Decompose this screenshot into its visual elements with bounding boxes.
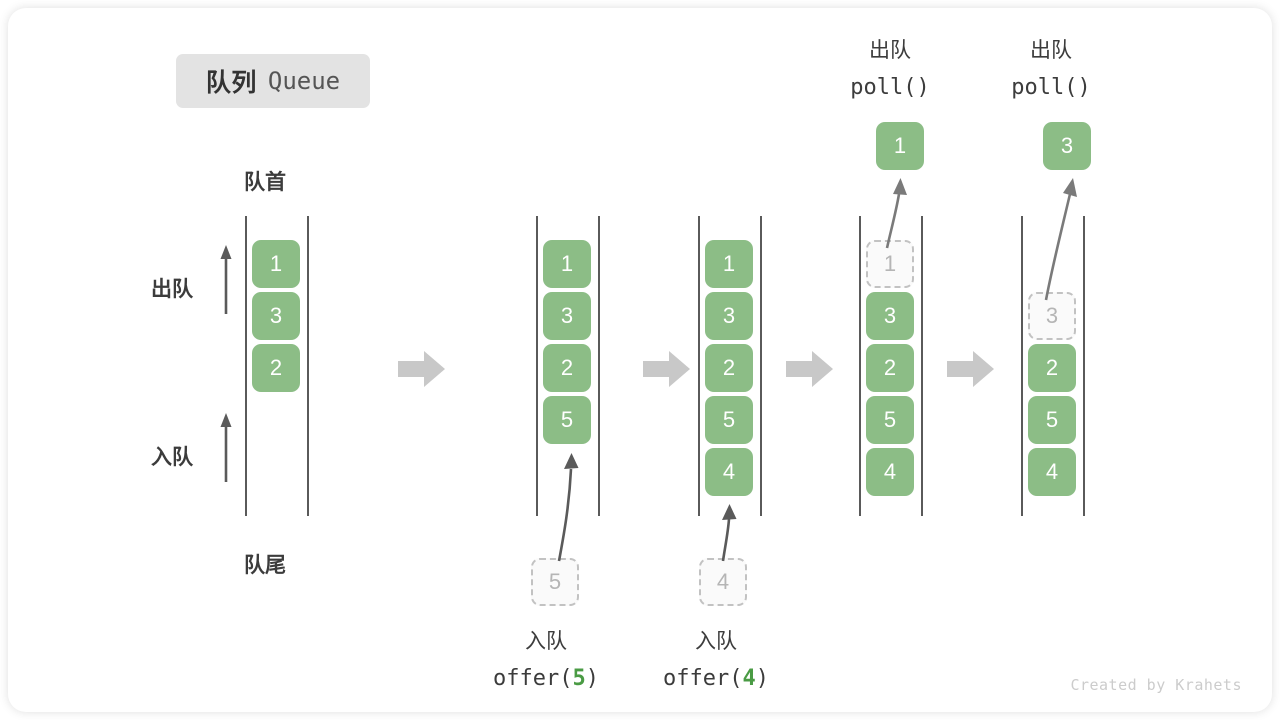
- diagram-card: 队列 Queue 队首 队尾 出队 入队 1 3 2 1 3 2: [8, 8, 1272, 712]
- operation-label-poll-3: 出队 poll(): [961, 32, 1141, 106]
- queue-cell: 3: [543, 292, 591, 340]
- enqueue-direction-arrow: [213, 412, 239, 482]
- operation-code: poll(): [850, 75, 930, 100]
- enqueue-direction-label: 入队: [151, 446, 193, 469]
- queue-cell: 3: [705, 292, 753, 340]
- incoming-cell: 4: [699, 558, 747, 606]
- operation-cn: 出队: [869, 39, 911, 62]
- operation-cn: 出队: [1030, 39, 1072, 62]
- title-en: Queue: [267, 67, 341, 95]
- dequeue-direction-label: 出队: [151, 278, 193, 301]
- step-arrow-3: [786, 350, 834, 388]
- operation-label-offer-5: 入队 offer(5): [456, 623, 636, 697]
- incoming-cell: 5: [531, 558, 579, 606]
- queue-cell: 1: [705, 240, 753, 288]
- queue-cell-removed: 3: [1028, 292, 1076, 340]
- queue-rail-right-1: [307, 216, 309, 516]
- operation-cn: 入队: [525, 630, 567, 653]
- queue-cell: 3: [866, 292, 914, 340]
- queue-cell: 5: [1028, 396, 1076, 444]
- queue-cell: 1: [252, 240, 300, 288]
- title-badge: 队列 Queue: [176, 54, 370, 108]
- operation-arg: 5: [572, 666, 586, 691]
- watermark: Created by Krahets: [1070, 676, 1242, 694]
- queue-rail-left-1: [245, 216, 247, 516]
- operation-code: poll(): [1011, 75, 1091, 100]
- title-cn: 队列: [205, 69, 257, 97]
- queue-rail-left-4: [859, 216, 861, 516]
- queue-column-after-offer-5: 1 3 2 5: [543, 240, 591, 444]
- operation-code: offer(5): [493, 666, 599, 691]
- operation-cn: 入队: [695, 630, 737, 653]
- queue-column-after-offer-4: 1 3 2 5 4: [705, 240, 753, 496]
- queue-cell: 5: [866, 396, 914, 444]
- queue-rail-right-5: [1083, 216, 1085, 516]
- incoming-item-5: 5: [531, 558, 579, 606]
- dequeue-direction-arrow: [213, 244, 239, 314]
- operation-code: offer(4): [663, 666, 769, 691]
- queue-cell: 5: [543, 396, 591, 444]
- dequeue-arrow-3: [1028, 168, 1094, 302]
- operation-arg: 4: [742, 666, 756, 691]
- queue-cell: 4: [705, 448, 753, 496]
- incoming-item-4: 4: [699, 558, 747, 606]
- queue-cell: 2: [1028, 344, 1076, 392]
- queue-rail-left-3: [698, 216, 700, 516]
- queue-cell: 4: [866, 448, 914, 496]
- popped-item-3: 3: [1043, 122, 1091, 170]
- queue-cell: 2: [252, 344, 300, 392]
- queue-cell: 4: [1028, 448, 1076, 496]
- queue-cell: 3: [252, 292, 300, 340]
- queue-rail-right-3: [760, 216, 762, 516]
- queue-cell-removed: 1: [866, 240, 914, 288]
- queue-cell: 5: [705, 396, 753, 444]
- step-arrow-4: [947, 350, 995, 388]
- queue-cell: 2: [866, 344, 914, 392]
- popped-item-1: 1: [876, 122, 924, 170]
- operation-label-poll-1: 出队 poll(): [800, 32, 980, 106]
- enqueue-arrow-5: [533, 443, 593, 563]
- popped-cell: 1: [876, 122, 924, 170]
- operation-label-offer-4: 入队 offer(4): [626, 623, 806, 697]
- queue-column-initial: 1 3 2: [252, 240, 300, 392]
- queue-rail-left-5: [1021, 216, 1023, 516]
- queue-cell: 1: [543, 240, 591, 288]
- dequeue-arrow-1: [866, 168, 920, 250]
- queue-column-after-poll-3: 3 2 5 4: [1028, 292, 1076, 496]
- popped-cell: 3: [1043, 122, 1091, 170]
- step-arrow-1: [398, 350, 446, 388]
- queue-tail-label: 队尾: [244, 554, 286, 577]
- queue-rail-right-4: [921, 216, 923, 516]
- queue-rail-right-2: [598, 216, 600, 516]
- queue-column-after-poll-1: 1 3 2 5 4: [866, 240, 914, 496]
- step-arrow-2: [643, 350, 691, 388]
- queue-cell: 2: [543, 344, 591, 392]
- queue-rail-left-2: [536, 216, 538, 516]
- enqueue-arrow-4: [708, 495, 752, 563]
- queue-head-label: 队首: [244, 171, 286, 194]
- queue-cell: 2: [705, 344, 753, 392]
